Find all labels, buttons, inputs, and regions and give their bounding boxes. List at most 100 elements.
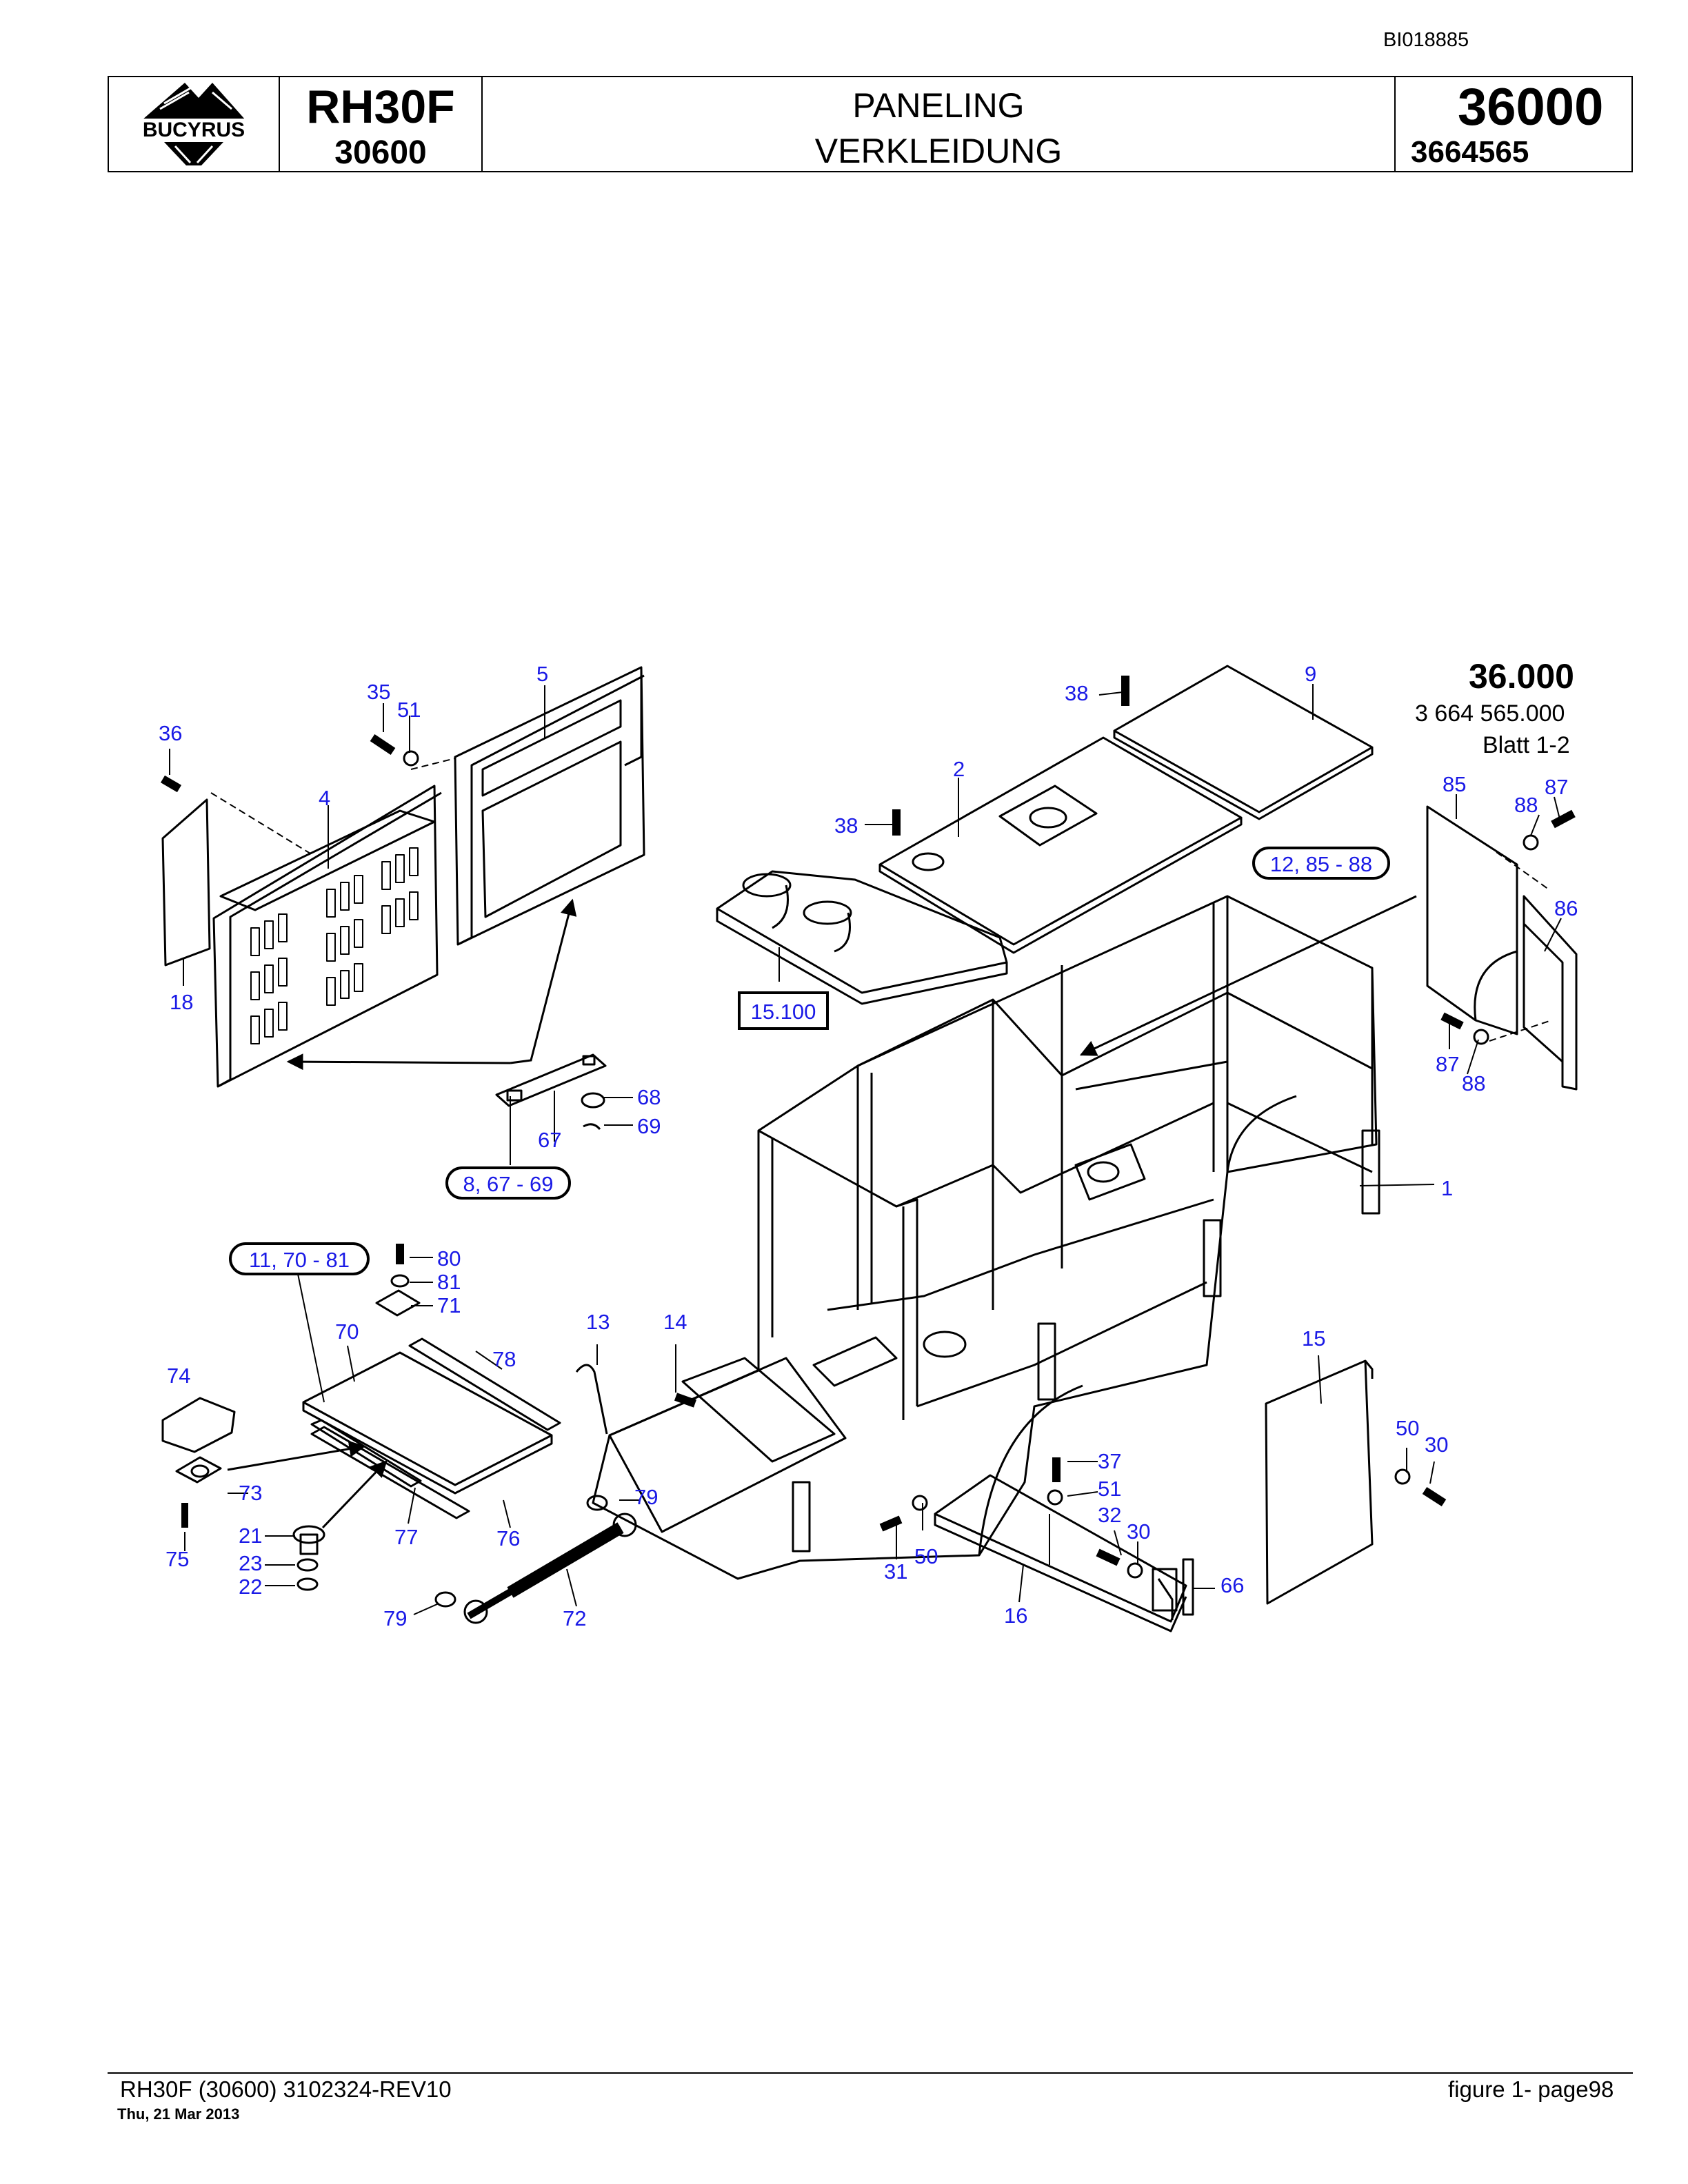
title-block: BUCYRUS RH30F 30600 PANELING VERKLEIDUNG… — [108, 76, 1633, 172]
washer-50-right — [1394, 1468, 1411, 1485]
callout-32: 32 — [1098, 1503, 1121, 1527]
callout-51-bottom: 51 — [1098, 1477, 1121, 1501]
callout-38-top: 38 — [1065, 681, 1088, 705]
callout-80: 80 — [437, 1246, 461, 1271]
callout-87-bottom: 87 — [1436, 1052, 1459, 1076]
callout-51-top: 51 — [397, 698, 421, 722]
callout-23: 23 — [239, 1551, 262, 1575]
door-panel — [454, 666, 645, 946]
rubber-strip-78 — [408, 1337, 561, 1431]
callout-71: 71 — [437, 1293, 461, 1317]
callout-69: 69 — [637, 1114, 661, 1138]
model-number: RH30F — [306, 81, 455, 133]
bolt-32 — [1096, 1548, 1121, 1566]
callout-78: 78 — [492, 1347, 516, 1371]
svg-text:8, 67 - 69: 8, 67 - 69 — [463, 1172, 554, 1196]
spring-pin-69 — [583, 1123, 601, 1131]
callout-21: 21 — [239, 1524, 262, 1548]
nut-22 — [297, 1577, 319, 1591]
cabin-frame — [592, 895, 1380, 1580]
svg-text:11, 70 - 81: 11, 70 - 81 — [249, 1248, 350, 1272]
title-german: VERKLEIDUNG — [814, 132, 1063, 170]
nut-79-right — [586, 1495, 608, 1511]
callout-9: 9 — [1305, 662, 1316, 686]
callout-75: 75 — [165, 1547, 189, 1571]
callout-13: 13 — [586, 1310, 610, 1334]
callout-88-top: 88 — [1514, 793, 1538, 817]
drawing-group-ref: 36.000 — [1469, 657, 1574, 696]
callout-70: 70 — [335, 1320, 359, 1344]
callout-4: 4 — [319, 786, 330, 810]
callout-77: 77 — [394, 1525, 418, 1549]
latch-assembly — [175, 1456, 222, 1484]
gas-spring — [463, 1513, 637, 1624]
callout-5: 5 — [536, 662, 548, 686]
washer-23 — [297, 1558, 319, 1572]
washer-51-bottom — [1047, 1489, 1063, 1506]
callout-85: 85 — [1443, 772, 1466, 796]
document-id: BI018885 — [1383, 29, 1469, 51]
callout-73: 73 — [239, 1481, 262, 1505]
washer-30-left — [1127, 1562, 1143, 1579]
rear-right-panel — [1426, 805, 1518, 1035]
callout-72: 72 — [563, 1606, 586, 1630]
callout-88-bottom: 88 — [1462, 1071, 1485, 1095]
bolt-87-top — [1551, 809, 1576, 829]
group-number: 36000 — [1458, 78, 1604, 136]
title-cell: PANELING VERKLEIDUNG — [483, 77, 1396, 171]
washer-81 — [390, 1274, 410, 1288]
callout-67: 67 — [538, 1128, 561, 1152]
bolt-35 — [370, 734, 396, 755]
callout-14: 14 — [663, 1310, 687, 1334]
footer-rule — [108, 2072, 1633, 2074]
callout-31: 31 — [884, 1559, 907, 1584]
callout-76: 76 — [496, 1526, 520, 1550]
knob-21 — [292, 1525, 325, 1555]
bolt-14 — [674, 1393, 697, 1408]
callout-22: 22 — [239, 1575, 262, 1599]
callout-68: 68 — [637, 1085, 661, 1109]
callout-37: 37 — [1098, 1449, 1121, 1473]
bolt-30-right — [1422, 1486, 1447, 1507]
bolt-31 — [879, 1515, 903, 1532]
callout-50-left: 50 — [914, 1544, 938, 1568]
callout-30-right: 30 — [1425, 1433, 1448, 1457]
callout-86: 86 — [1554, 896, 1578, 920]
svg-text:15.100: 15.100 — [751, 1000, 816, 1024]
grab-handle — [575, 1364, 608, 1435]
rubber-pad — [161, 1397, 236, 1453]
plate-71 — [375, 1289, 421, 1317]
svg-text:12, 85 - 88: 12, 85 - 88 — [1270, 852, 1372, 876]
roof-panel — [878, 736, 1243, 954]
callout-35: 35 — [367, 680, 390, 704]
nut-79-left — [434, 1591, 456, 1608]
callout-2: 2 — [953, 757, 965, 781]
washer-88-top — [1523, 834, 1539, 851]
brand-logo-cell: BUCYRUS — [109, 77, 280, 171]
callout-38-roof: 38 — [834, 813, 858, 838]
footer-date: Thu, 21 Mar 2013 — [117, 2105, 240, 2123]
callout-labels: 1 2 4 5 9 13 14 15 16 18 21 22 23 30 30 … — [159, 662, 1578, 1630]
footer-page-ref: figure 1- page98 — [1448, 2076, 1614, 2102]
hinge-bar — [495, 1053, 607, 1107]
bolt-36 — [160, 775, 182, 793]
support-rail — [934, 1474, 1187, 1632]
washer-68 — [581, 1092, 605, 1109]
callout-74: 74 — [167, 1364, 190, 1388]
washer-50-left — [912, 1495, 928, 1511]
drawing-sheet-ref: Blatt 1-2 — [1483, 732, 1570, 758]
title-english: PANELING — [852, 86, 1025, 125]
callout-66: 66 — [1220, 1573, 1244, 1597]
series-number: 30600 — [334, 134, 427, 171]
side-door-panel — [1265, 1359, 1374, 1605]
callout-1: 1 — [1441, 1176, 1453, 1200]
number-cell: 36000 3664565 — [1396, 77, 1631, 171]
callout-30-left: 30 — [1127, 1519, 1150, 1544]
step-cover — [302, 1351, 553, 1495]
small-side-panel — [161, 798, 211, 967]
callout-50-right: 50 — [1396, 1416, 1419, 1440]
model-cell: RH30F 30600 — [280, 77, 483, 171]
strip-66 — [1182, 1558, 1194, 1616]
vented-side-panel — [212, 785, 442, 1088]
callout-15: 15 — [1302, 1326, 1325, 1351]
